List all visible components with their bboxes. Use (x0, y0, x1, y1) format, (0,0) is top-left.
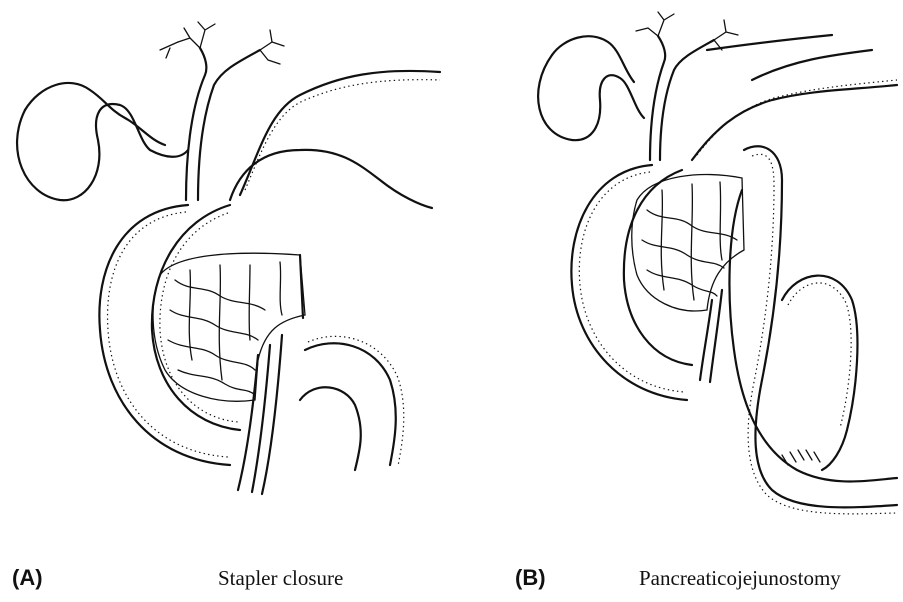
panel-a-drawing (0, 0, 450, 550)
jejunum-a (300, 336, 404, 470)
gallbladder-a (17, 83, 188, 200)
panel-b-caption: Pancreaticojejunostomy (639, 566, 841, 591)
panel-b-drawing (452, 0, 903, 550)
panel-a-letter: (A) (12, 565, 43, 591)
panel-b-letter: (B) (515, 565, 546, 591)
bile-ducts-a (160, 22, 284, 200)
duodenum-b (571, 165, 692, 400)
gallbladder-b (538, 36, 644, 140)
jejunal-loop-b (729, 146, 897, 514)
pancreas-b (632, 174, 744, 382)
panel-a-caption: Stapler closure (218, 566, 343, 591)
stomach-b (692, 35, 897, 160)
bile-ducts-b (636, 12, 738, 160)
stomach-a (230, 71, 440, 208)
pancreas-stump-a (153, 253, 305, 494)
